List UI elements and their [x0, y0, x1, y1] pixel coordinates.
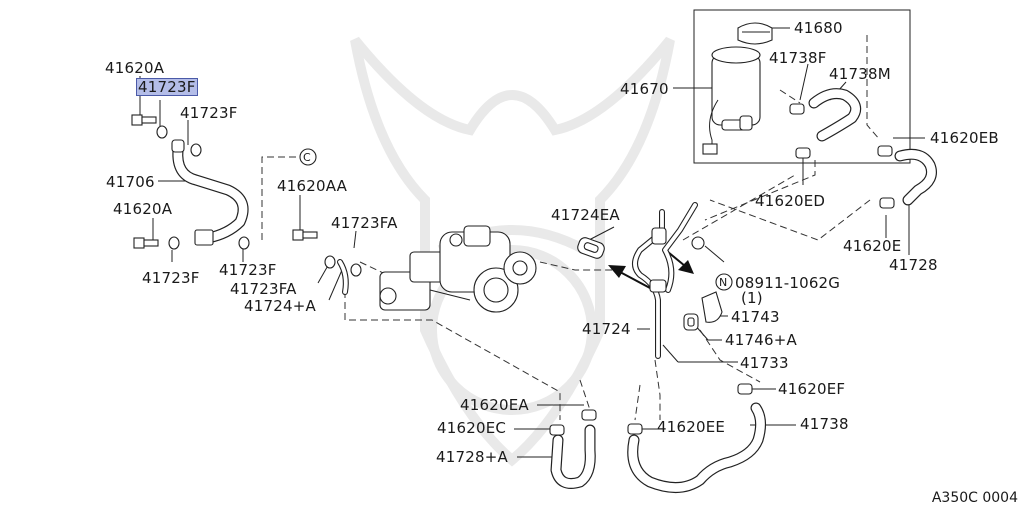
label-41746A[interactable]: 41746+A — [725, 331, 797, 349]
grommet-41746A — [683, 313, 699, 331]
label-41620EA[interactable]: 41620EA — [460, 396, 529, 414]
label-41743[interactable]: 41743 — [731, 308, 780, 326]
label-41724A[interactable]: 41724+A — [244, 297, 316, 315]
clamp-41620EF — [737, 383, 753, 395]
label-08911-1062G[interactable]: 08911-1062G — [735, 274, 841, 292]
hose-41728A — [550, 424, 596, 489]
hose-41706 — [171, 139, 249, 246]
washer-41723F-b — [168, 236, 180, 250]
pipe-41724 — [632, 202, 698, 359]
label-41723F-highlighted[interactable]: 41723F — [136, 78, 198, 96]
label-quantity-1: (1) — [741, 289, 763, 307]
label-41733[interactable]: 41733 — [740, 354, 789, 372]
clamp-41620EA — [581, 409, 597, 421]
label-41724[interactable]: 41724 — [582, 320, 631, 338]
label-41620ED[interactable]: 41620ED — [755, 192, 826, 210]
label-circle-c: C — [303, 151, 311, 164]
label-41723F-a[interactable]: 41723F — [180, 104, 238, 122]
bolt-41620A-mid — [133, 237, 159, 249]
label-41723F-c[interactable]: 41723F — [219, 261, 277, 279]
label-41738[interactable]: 41738 — [800, 415, 849, 433]
washer-41723FA-a — [324, 255, 336, 269]
label-41723FA-b[interactable]: 41723FA — [230, 280, 297, 298]
clamp-41738F — [789, 103, 805, 115]
bracket-41743 — [701, 291, 723, 323]
label-41620AA[interactable]: 41620AA — [277, 177, 348, 195]
direction-arrows — [608, 251, 694, 289]
label-41724EA[interactable]: 41724EA — [551, 206, 620, 224]
clamp-41620ED — [795, 147, 811, 159]
label-nut-symbol: N — [719, 276, 728, 289]
clamp-41620E — [879, 197, 895, 209]
circle-c-marker — [299, 148, 317, 166]
label-41620EE[interactable]: 41620EE — [657, 418, 726, 436]
cap-41680 — [737, 22, 773, 45]
hose-41738 — [627, 402, 767, 493]
hose-41738M — [808, 88, 862, 142]
washer-41723F-hl — [156, 125, 168, 139]
reservoir-group-frame — [693, 9, 911, 164]
label-41728A[interactable]: 41728+A — [436, 448, 508, 466]
reservoir-41670 — [702, 46, 761, 155]
clamp-41620EB — [877, 145, 893, 157]
bolt-41620AA — [292, 229, 318, 241]
label-41728[interactable]: 41728 — [889, 256, 938, 274]
nut-symbol-circle — [715, 273, 733, 291]
washer-41723F-c — [238, 236, 250, 250]
clamp-41620EE — [627, 423, 643, 435]
label-41620E[interactable]: 41620E — [843, 237, 902, 255]
label-41738F[interactable]: 41738F — [769, 49, 827, 67]
label-41670[interactable]: 41670 — [620, 80, 669, 98]
label-41680[interactable]: 41680 — [794, 19, 843, 37]
label-41706[interactable]: 41706 — [106, 173, 155, 191]
nut-08911 — [691, 236, 705, 250]
label-41620EB[interactable]: 41620EB — [930, 129, 999, 147]
steering-pump — [379, 225, 537, 313]
label-41723FA-a[interactable]: 41723FA — [331, 214, 398, 232]
washer-41723F-a — [190, 143, 202, 157]
seal-41724EA — [577, 237, 605, 259]
label-41723F-b[interactable]: 41723F — [142, 269, 200, 287]
reference-code: A350C 0004 — [931, 490, 1018, 506]
clamp-41620EC — [549, 424, 565, 436]
label-41620EC[interactable]: 41620EC — [437, 419, 507, 437]
label-41620A-mid[interactable]: 41620A — [113, 200, 173, 218]
fitting-41724A — [337, 259, 349, 295]
label-41620A-top[interactable]: 41620A — [105, 59, 165, 77]
washer-41723FA-b — [350, 263, 362, 277]
label-41738M[interactable]: 41738M — [829, 65, 891, 83]
bolt-41620A-top — [131, 114, 157, 126]
hose-41728 — [894, 148, 937, 206]
label-41620EF[interactable]: 41620EF — [778, 380, 846, 398]
